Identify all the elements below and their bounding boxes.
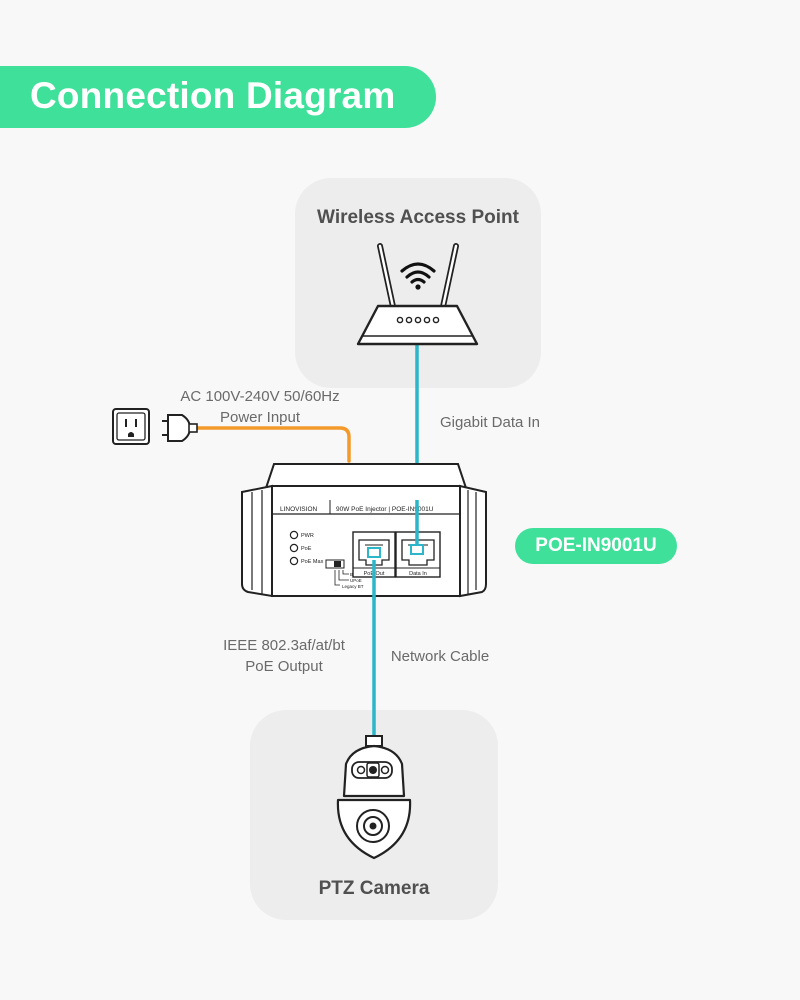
wifi-icon	[400, 262, 436, 290]
led-pwr-label: PWR	[301, 533, 314, 539]
poe-output-line2: PoE Output	[245, 658, 323, 675]
title-banner: Connection Diagram	[0, 66, 436, 128]
power-plug-icon	[162, 414, 198, 442]
switch-legacy-label: Legacy BT	[342, 584, 364, 589]
wall-outlet-icon	[112, 408, 150, 445]
port-data-in-label: Data In	[409, 571, 427, 577]
camera-label: PTZ Camera	[318, 878, 430, 899]
power-input-line2: Power Input	[219, 409, 301, 426]
poe-output-line1: IEEE 802.3af/at/bt	[223, 637, 345, 654]
poe-output-label: IEEE 802.3af/at/bt PoE Output	[212, 635, 356, 677]
power-cable	[194, 426, 351, 463]
gigabit-data-in-label: Gigabit Data In	[439, 414, 541, 431]
injector-brand: LINOVISION	[280, 506, 318, 513]
poe-injector-device: LINOVISION 90W PoE Injector | POE-IN9001…	[241, 463, 487, 598]
page-title: Connection Diagram	[30, 75, 396, 116]
led-poemax-label: PoE Max	[301, 559, 324, 565]
model-badge: POE-IN9001U	[515, 528, 677, 564]
led-poe-label: PoE	[301, 546, 312, 552]
access-point-label: Wireless Access Point	[317, 207, 519, 228]
router-icon	[356, 243, 479, 346]
switch-upoe-label: UPoE	[350, 578, 362, 583]
power-input-label: AC 100V-240V 50/60Hz Power Input	[160, 386, 360, 428]
ptz-camera-icon	[336, 735, 412, 860]
power-input-line1: AC 100V-240V 50/60Hz	[180, 388, 340, 405]
network-cable-label: Network Cable	[390, 648, 490, 665]
injector-model-text: 90W PoE Injector | POE-IN9001U	[336, 506, 434, 513]
